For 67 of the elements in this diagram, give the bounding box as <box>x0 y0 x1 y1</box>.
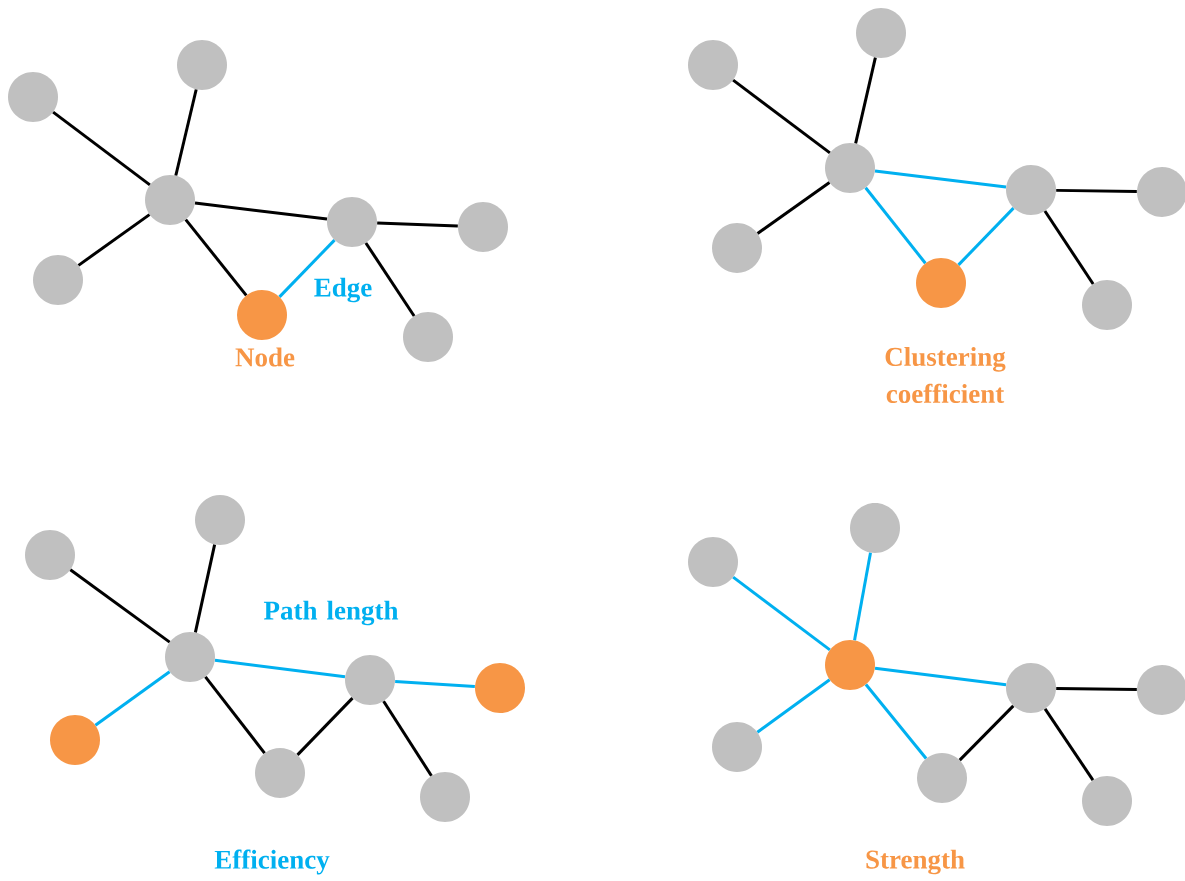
edge-line <box>52 110 151 187</box>
edge-line <box>864 186 927 265</box>
highlighted-node <box>50 715 100 765</box>
edge-line <box>174 89 198 176</box>
node-circle <box>1082 280 1132 330</box>
edge-line <box>94 670 171 727</box>
edge-line <box>69 568 171 644</box>
node-circle <box>825 143 875 193</box>
node-circle <box>345 655 395 705</box>
node-circle <box>177 40 227 90</box>
metric-label: Edge <box>314 277 372 303</box>
node-circle <box>688 40 738 90</box>
edge-line <box>395 680 475 688</box>
highlighted-node <box>825 640 875 690</box>
edge-line <box>854 57 877 144</box>
highlighted-node <box>916 258 966 308</box>
edge-line <box>756 678 831 734</box>
node-circle <box>8 72 58 122</box>
node-circle <box>25 530 75 580</box>
edge-line <box>278 239 336 298</box>
edge-line <box>958 704 1015 762</box>
node-circle <box>1006 663 1056 713</box>
edge-line <box>874 169 1007 189</box>
node-circle <box>145 175 195 225</box>
metric-label: Strength <box>866 849 965 875</box>
node-circle <box>195 495 245 545</box>
edge-line <box>864 683 928 760</box>
edge-line <box>756 181 831 235</box>
node-circle <box>712 722 762 772</box>
node-circle <box>712 223 762 273</box>
edge-line <box>204 676 266 754</box>
edge-line <box>874 666 1007 687</box>
node-circle <box>1006 165 1056 215</box>
edge-line <box>732 575 831 652</box>
node-circle <box>327 197 377 247</box>
edge-line <box>382 700 433 777</box>
edge-line <box>194 201 328 221</box>
edge-line <box>1043 708 1095 781</box>
metric-label: Path length <box>263 600 399 626</box>
edge-line <box>193 544 217 633</box>
edge-line <box>214 658 346 679</box>
node-circle <box>165 632 215 682</box>
node-circle <box>1082 776 1132 826</box>
node-circle <box>255 748 305 798</box>
metric-label: Clustering coefficient <box>885 347 1006 403</box>
edge-line <box>296 697 354 756</box>
node-circle <box>420 772 470 822</box>
metric-label: Efficiency <box>214 849 330 875</box>
node-circle <box>33 255 83 305</box>
edge-line <box>77 213 151 267</box>
edge-line <box>184 218 248 297</box>
node-circle <box>917 753 967 803</box>
highlighted-node <box>237 290 287 340</box>
node-circle <box>688 537 738 587</box>
edge-line <box>957 207 1015 266</box>
edge-line <box>853 552 872 641</box>
edge-line <box>1056 686 1137 692</box>
edge-line <box>1043 210 1095 285</box>
edge-line <box>732 78 831 155</box>
node-circle <box>850 503 900 553</box>
highlighted-node <box>475 663 525 713</box>
node-circle <box>458 202 508 252</box>
node-circle <box>856 8 906 58</box>
edge-line <box>364 242 416 317</box>
edge-line <box>377 221 458 228</box>
edge-line <box>1056 188 1137 194</box>
node-circle <box>403 312 453 362</box>
